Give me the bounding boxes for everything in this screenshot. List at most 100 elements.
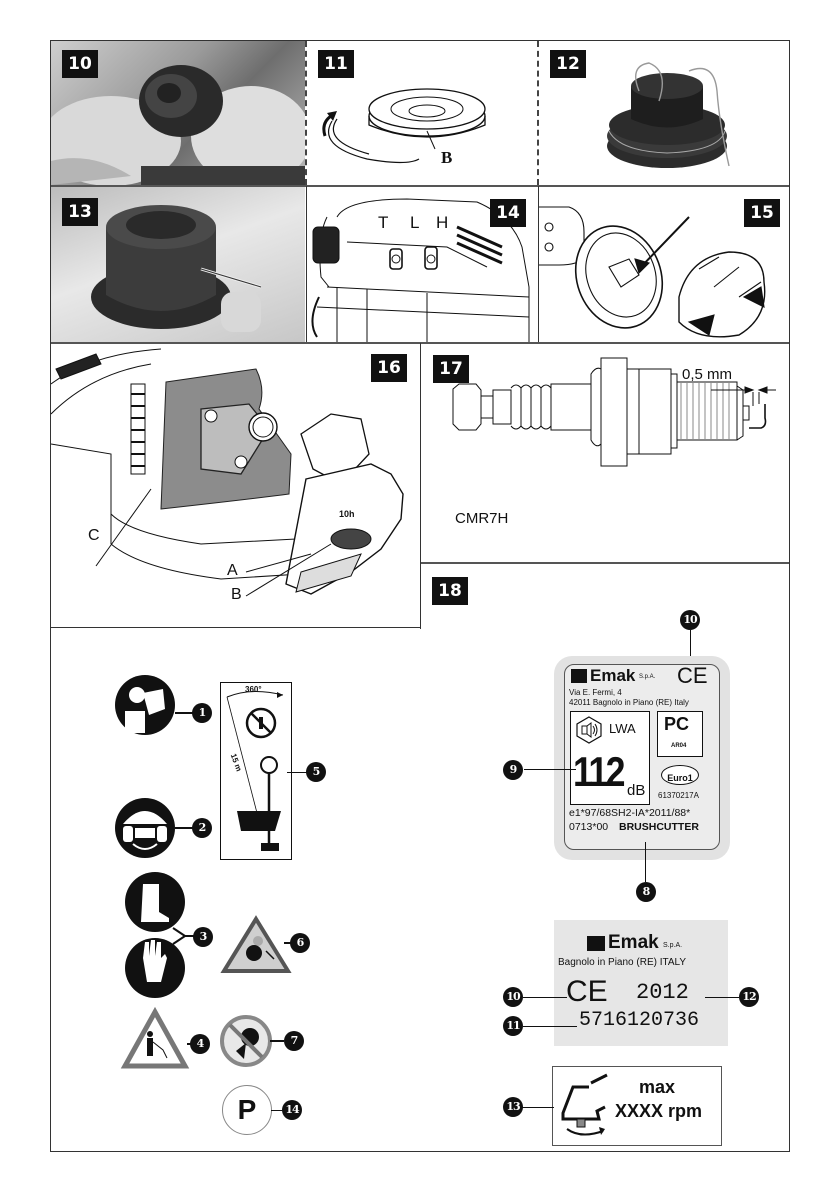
callout-13: 13 bbox=[503, 1097, 523, 1117]
read-manual-symbol bbox=[115, 675, 193, 735]
figure-number-13: 13 bbox=[62, 198, 98, 226]
zone-angle: 360° bbox=[245, 685, 262, 694]
euro-class: Euro1 bbox=[667, 773, 693, 783]
no-saw-blade-symbol bbox=[220, 1015, 284, 1067]
label-l: L bbox=[410, 213, 420, 232]
label-b: B bbox=[231, 586, 242, 603]
spool-line-insert-illustration bbox=[91, 205, 262, 332]
cutting-head-rotation-icon bbox=[561, 1073, 608, 1136]
gost-mark-box: PC AR04 bbox=[657, 711, 703, 757]
parking-symbol: P bbox=[222, 1085, 272, 1135]
label-h: H bbox=[436, 213, 449, 232]
callout-6: 6 bbox=[290, 933, 310, 953]
callout-10-serial: 10 bbox=[503, 987, 523, 1007]
brand-name: Emak bbox=[590, 666, 636, 685]
fuel-tank-cap-diagram bbox=[539, 206, 766, 338]
callout-10-serial-leader bbox=[523, 997, 567, 998]
wound-spool-illustration bbox=[607, 62, 730, 168]
figure-number-15: 15 bbox=[744, 199, 780, 227]
gloved-hands-spool-illustration bbox=[51, 65, 305, 185]
rating-plate: Emak S.p.A. CE Via E. Fermi, 4 42011 Bag… bbox=[554, 656, 730, 860]
figure-15: 15 bbox=[539, 187, 789, 342]
callout-11: 11 bbox=[503, 1016, 523, 1036]
col-divider-2 bbox=[538, 186, 539, 342]
callout-3: 3 bbox=[193, 927, 213, 947]
boots-gloves-symbols bbox=[125, 872, 195, 998]
figure-12: 12 bbox=[539, 41, 789, 185]
safety-zone-box: 360° 15 m bbox=[220, 682, 292, 860]
noise-box: LWA 112 dB bbox=[570, 711, 650, 805]
figure-sheet bbox=[50, 40, 790, 1152]
rpm-line-1: max bbox=[639, 1077, 676, 1097]
callout-4: 4 bbox=[190, 1034, 210, 1054]
col-divider-3 bbox=[420, 343, 421, 629]
brand-name: Emak bbox=[608, 932, 659, 953]
figure-10-photo: 10 bbox=[51, 41, 305, 185]
panel-16-bottom bbox=[51, 627, 421, 628]
callout-8: 8 bbox=[636, 882, 656, 902]
col-divider-dashed-1 bbox=[305, 41, 307, 185]
approval-line-1: e1*97/68SH2-IA*2011/88* bbox=[569, 807, 691, 819]
part-code: 61370217A bbox=[658, 791, 699, 800]
callout-2: 2 bbox=[192, 818, 212, 838]
product-type: BRUSHCUTTER bbox=[619, 821, 699, 833]
approval-line-2: 0713*00 bbox=[569, 821, 609, 833]
col-divider-dashed-2 bbox=[537, 41, 539, 185]
ce-mark: CE bbox=[566, 975, 608, 1008]
figure-number-11: 11 bbox=[318, 50, 354, 78]
row-divider-3 bbox=[420, 562, 789, 564]
rating-plate-border: Emak S.p.A. CE Via E. Fermi, 4 42011 Bag… bbox=[564, 663, 720, 850]
figure-14: 14 T L H bbox=[307, 187, 537, 342]
figure-11: 11 B bbox=[307, 41, 537, 185]
plug-model: CMR7H bbox=[455, 510, 509, 527]
figure-number-17: 17 bbox=[433, 355, 469, 383]
callout-10-rating: 10 bbox=[680, 610, 700, 630]
callout-13-leader bbox=[522, 1107, 554, 1108]
figure-13-photo: 13 bbox=[51, 187, 305, 342]
year: 2012 bbox=[636, 980, 689, 1005]
callout-12: 12 bbox=[739, 987, 759, 1007]
figure-17: 17 0,5 mm CMR7H bbox=[421, 344, 789, 562]
figure-number-16: 16 bbox=[371, 354, 407, 382]
brand-suffix: S.p.A. bbox=[663, 942, 683, 949]
address-line-1: Via E. Fermi, 4 bbox=[569, 688, 622, 697]
ce-mark: CE bbox=[677, 663, 708, 688]
callout-9-leader bbox=[524, 769, 576, 770]
label-c: C bbox=[88, 527, 100, 544]
air-filter-cover-diagram bbox=[51, 348, 404, 597]
col-divider-1 bbox=[306, 186, 307, 342]
row-divider-1 bbox=[51, 185, 789, 187]
spool-winding-diagram bbox=[322, 88, 486, 164]
emak-logo-icon bbox=[571, 669, 587, 683]
distance-warning-symbol bbox=[220, 915, 292, 973]
callout-12-leader bbox=[705, 997, 739, 998]
callout-5-leader bbox=[287, 772, 307, 773]
sound-power-icon bbox=[576, 716, 602, 744]
callout-9: 9 bbox=[503, 760, 523, 780]
label-a: A bbox=[227, 562, 238, 579]
figure-number-12: 12 bbox=[550, 50, 586, 78]
rpm-line-2: XXXX rpm bbox=[615, 1101, 703, 1121]
serial-number: 5716120736 bbox=[579, 1009, 700, 1032]
projectile-warning-symbol bbox=[120, 1006, 195, 1069]
emak-logo-icon bbox=[587, 936, 605, 951]
callout-14-leader bbox=[271, 1110, 283, 1111]
serial-plate: Emak S.p.A. Bagnolo in Piano (RE) ITALY … bbox=[554, 920, 728, 1046]
noise-value: 112 bbox=[573, 748, 625, 795]
noise-label: LWA bbox=[609, 721, 636, 736]
figure-16: 16 C A B 10h bbox=[51, 344, 420, 627]
figure-number-10: 10 bbox=[62, 50, 98, 78]
callout-10-leader bbox=[690, 630, 691, 674]
cap-marking: 10h bbox=[339, 509, 355, 519]
euro-class-badge: Euro1 bbox=[661, 765, 699, 785]
callout-11-leader bbox=[523, 1026, 577, 1027]
label-t: T bbox=[378, 213, 389, 232]
carburetor-adjustment-screws-diagram bbox=[311, 198, 530, 342]
rpm-label: max XXXX rpm bbox=[552, 1066, 722, 1146]
callout-7: 7 bbox=[284, 1031, 304, 1051]
callout-1: 1 bbox=[192, 703, 212, 723]
address-line-2: 42011 Bagnolo in Piano (RE) Italy bbox=[569, 698, 689, 707]
spark-plug-diagram bbox=[452, 357, 776, 467]
gost-code: AR04 bbox=[671, 743, 687, 749]
brand-suffix: S.p.A. bbox=[639, 674, 656, 680]
